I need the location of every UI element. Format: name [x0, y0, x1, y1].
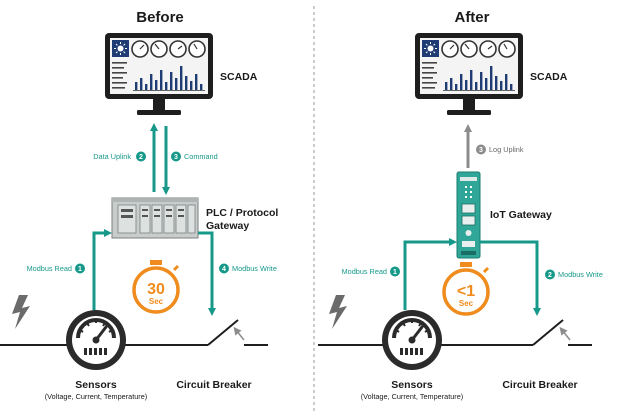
after-step-3-badge: [476, 144, 486, 155]
before-scada-label: SCADA: [220, 71, 258, 83]
after-stopwatch: [442, 262, 490, 316]
after-panel: After SCADA 3 Log Uplink IoT Gateway Mod…: [318, 9, 603, 401]
before-command-label: Command: [184, 152, 218, 161]
after-timer-unit: Sec: [459, 299, 474, 308]
after-timer-value: <1: [457, 283, 475, 300]
before-breaker-switch: [207, 319, 239, 346]
after-modbus-write-arrow: [480, 240, 541, 316]
after-iot-gateway-device: [456, 171, 481, 259]
after-breaker-switch: [532, 319, 564, 346]
before-modbus-read-arrow: [92, 229, 112, 310]
before-sensors-label: Sensors: [75, 379, 117, 391]
after-heading: After: [454, 9, 489, 26]
before-step-4-badge: [219, 263, 229, 274]
after-step-2-badge: [545, 269, 555, 280]
before-modbus-write-label: Modbus Write: [232, 264, 277, 273]
after-modbus-read-label: Modbus Read: [342, 267, 387, 276]
before-scada-monitor: [104, 32, 214, 116]
before-plc-device: [111, 197, 199, 239]
after-breaker-label: Circuit Breaker: [502, 379, 577, 391]
before-sensor-meter-icon: [64, 308, 128, 372]
before-sensors-sublabel: (Voltage, Current, Temperature): [45, 392, 147, 401]
after-modbus-read-arrow: [403, 238, 457, 310]
before-step-1-number: 1: [78, 266, 82, 273]
after-step-1-badge: [390, 266, 400, 277]
before-plc-label-line2: Gateway: [206, 220, 249, 232]
after-sensor-meter-icon: [380, 308, 444, 372]
before-plc-label-line1: PLC / Protocol: [206, 207, 278, 219]
after-gateway-label: IoT Gateway: [490, 209, 552, 221]
before-stopwatch: [132, 260, 180, 314]
after-log-uplink-label: Log Uplink: [489, 145, 524, 154]
before-panel: Before SCADA Data Uplink 2 3 Command: [0, 9, 278, 401]
before-timer-value: 30: [147, 281, 165, 298]
before-step-3-badge: [171, 151, 181, 162]
after-step-2-number: 2: [548, 272, 552, 279]
before-lightning-icon: [12, 295, 30, 329]
before-heading: Before: [136, 9, 184, 26]
before-breaker-arrow: [233, 326, 245, 341]
after-step-1-number: 1: [393, 269, 397, 276]
after-scada-label: SCADA: [530, 71, 568, 83]
after-modbus-write-label: Modbus Write: [558, 270, 603, 279]
before-modbus-write-arrow: [198, 231, 216, 316]
before-step-2-badge: [136, 151, 146, 162]
after-scada-monitor: [414, 32, 524, 116]
before-modbus-read-label: Modbus Read: [27, 264, 72, 273]
before-timer-unit: Sec: [149, 297, 164, 306]
before-step-4-number: 4: [222, 266, 226, 273]
before-data-uplink-label: Data Uplink: [93, 152, 131, 161]
after-sensors-sublabel: (Voltage, Current, Temperature): [361, 392, 463, 401]
after-breaker-arrow: [559, 326, 571, 341]
after-step-3-number: 3: [479, 147, 483, 154]
after-sensors-label: Sensors: [391, 379, 433, 391]
before-breaker-label: Circuit Breaker: [176, 379, 251, 391]
before-step-3-number: 3: [174, 154, 178, 161]
after-lightning-icon: [329, 295, 347, 329]
before-step-1-badge: [75, 263, 85, 274]
before-step-2-number: 2: [139, 154, 143, 161]
